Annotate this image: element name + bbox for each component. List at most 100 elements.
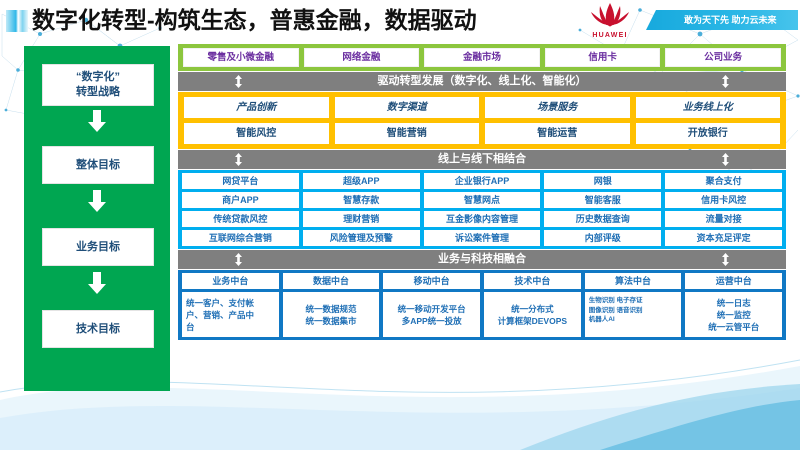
platform-body-line: 统一客户、支付帐 [186,297,255,308]
up-down-arrow-icon [722,75,729,88]
up-down-arrow-icon [235,253,242,266]
band-drive-transformation: 驱动转型发展（数字化、线上化、智能化） [178,72,786,91]
platform-body: 统一日志 统一监控 统一云管平台 [685,292,783,337]
up-down-arrow-icon [722,153,729,166]
application-item[interactable]: 理财营销 [302,211,420,227]
platform-column-data: 数据中台 统一数据规范 统一数据集市 [282,273,380,337]
application-row-1: 网贷平台 超级APP 企业银行APP 网银 聚合支付 [182,173,782,189]
platform-column-business: 业务中台 统一客户、支付帐 户、营销、产品中 台 [182,273,279,337]
band-fusion-label: 业务与科技相融合 [438,253,526,265]
header-slogan-banner: 敢为天下先 助力云未来 [646,10,798,30]
application-row-4: 互联网综合营销 风险管理及预警 诉讼案件管理 内部评级 资本充足评定 [182,230,782,246]
platform-body: 统一数据规范 统一数据集市 [282,292,380,337]
drive-item[interactable]: 智能风控 [184,123,329,144]
platform-head[interactable]: 算法中台 [584,273,682,289]
platform-section: 业务中台 统一客户、支付帐 户、营销、产品中 台 数据中台 统一数据规范 统一数… [178,270,786,340]
online-applications-section: 网贷平台 超级APP 企业银行APP 网银 聚合支付 商户APP 智慧存款 智慧… [178,170,786,249]
architecture-stack: 零售及小微金融 网络金融 金融市场 信用卡 公司业务 驱动转型发展（数字化、线上… [178,44,786,340]
application-item[interactable]: 流量对接 [665,211,782,227]
up-down-arrow-icon [235,75,242,88]
strategy-item-technology-goal[interactable]: 技术目标 [42,310,154,348]
drive-row-1: 产品创新 数字渠道 场景服务 业务线上化 [184,97,780,118]
title-accent-bar-icon [6,10,28,32]
platform-body: 生物识别 电子存证 图像识别 语音识别 机器人AI [584,292,682,337]
huawei-flower-icon [591,3,629,27]
platform-body: 统一客户、支付帐 户、营销、产品中 台 [182,292,279,337]
drive-item[interactable]: 数字渠道 [334,97,479,118]
down-arrow-icon-3 [88,272,106,294]
application-item[interactable]: 传统贷款风控 [182,211,299,227]
drive-item[interactable]: 智能营销 [334,123,479,144]
strategy-item-digital-transformation[interactable]: “数字化” 转型战略 [42,64,154,106]
drive-row-2: 智能风控 智能营销 智能运营 开放银行 [184,123,780,144]
business-line-item[interactable]: 公司业务 [665,48,781,67]
application-item[interactable]: 智慧网点 [423,192,541,208]
platform-head[interactable]: 业务中台 [182,273,279,289]
application-item[interactable]: 企业银行APP [423,173,541,189]
drive-item[interactable]: 场景服务 [485,97,630,118]
platform-body-line: 统一分布式 [511,303,554,314]
band-online-offline: 线上与线下相结合 [178,150,786,169]
strategy-label-line2: 转型战略 [76,86,120,98]
business-line-item[interactable]: 网络金融 [303,48,420,67]
down-arrow-icon-1 [88,110,106,132]
platform-head[interactable]: 数据中台 [282,273,380,289]
application-item[interactable]: 智慧存款 [302,192,420,208]
platform-body-line: 统一数据规范 [305,303,357,314]
platform-body-line: 统一云管平台 [708,321,760,332]
application-item[interactable]: 互金影像内容管理 [423,211,541,227]
platform-body-line: 台 [186,321,195,332]
application-item[interactable]: 超级APP [302,173,420,189]
platform-head[interactable]: 运营中台 [685,273,783,289]
platform-body-line: 图像识别 语音识别 [588,306,643,314]
slide-footer: DTEC Advanced Digital Technology 敢为天下先 助… [0,404,800,450]
drive-item[interactable]: 业务线上化 [635,97,780,118]
application-item[interactable]: 网银 [544,173,662,189]
application-item[interactable]: 历史数据查询 [544,211,662,227]
application-item[interactable]: 网贷平台 [182,173,299,189]
business-line-item[interactable]: 信用卡 [544,48,661,67]
platform-column-operations: 运营中台 统一日志 统一监控 统一云管平台 [685,273,783,337]
down-arrow-icon-2 [88,190,106,212]
application-item[interactable]: 互联网综合营销 [182,230,299,246]
platform-column-technology: 技术中台 统一分布式 计算框架DEVOPS [484,273,581,337]
platform-body: 统一分布式 计算框架DEVOPS [484,292,581,337]
application-item[interactable]: 智能客服 [544,192,662,208]
drive-item[interactable]: 开放银行 [635,123,780,144]
application-item[interactable]: 商户APP [182,192,299,208]
platform-body-line: 统一日志 [716,297,751,308]
application-item[interactable]: 内部评级 [544,230,662,246]
business-line-item[interactable]: 金融市场 [424,48,540,67]
drive-section: 产品创新 数字渠道 场景服务 业务线上化 智能风控 智能营销 智能运营 开放银行 [178,92,786,149]
business-line-item[interactable]: 零售及小微金融 [183,48,299,67]
platform-column-mobile: 移动中台 统一移动开发平台 多APP统一投放 [383,273,481,337]
application-item[interactable]: 聚合支付 [665,173,782,189]
application-row-2: 商户APP 智慧存款 智慧网点 智能客服 信用卡风控 [182,192,782,208]
platform-body-line: 计算框架DEVOPS [497,315,568,326]
application-item[interactable]: 诉讼案件管理 [423,230,541,246]
band-drive-label: 驱动转型发展（数字化、线上化、智能化） [377,75,587,87]
application-item[interactable]: 资本充足评定 [665,230,782,246]
up-down-arrow-icon [722,253,729,266]
strategy-item-overall-goal[interactable]: 整体目标 [42,146,154,184]
platform-head[interactable]: 移动中台 [383,273,481,289]
application-item[interactable]: 信用卡风控 [665,192,782,208]
platform-body-line: 统一监控 [716,309,751,320]
drive-item[interactable]: 产品创新 [184,97,329,118]
strategy-label-line1: “数字化” [76,71,120,83]
drive-item[interactable]: 智能运营 [485,123,630,144]
platform-body-line: 多APP统一投放 [401,315,462,326]
business-lines-row: 零售及小微金融 网络金融 金融市场 信用卡 公司业务 [178,44,786,71]
platform-body-line: 统一移动开发平台 [397,303,466,314]
page-title: 数字化转型-构筑生态，普惠金融，数据驱动 [32,7,477,33]
platform-head[interactable]: 技术中台 [484,273,581,289]
strategy-column: “数字化” 转型战略 整体目标 业务目标 技术目标 [24,46,170,391]
application-row-3: 传统贷款风控 理财营销 互金影像内容管理 历史数据查询 流量对接 [182,211,782,227]
platform-body-line: 户、营销、产品中 [186,309,255,320]
slide-header: 数字化转型-构筑生态，普惠金融，数据驱动 HUAWEI 敢为天下先 助力云未来 [0,0,800,40]
application-item[interactable]: 风险管理及预警 [302,230,420,246]
band-online-offline-label: 线上与线下相结合 [438,153,526,165]
band-business-tech-fusion: 业务与科技相融合 [178,250,786,269]
strategy-item-business-goal[interactable]: 业务目标 [42,228,154,266]
